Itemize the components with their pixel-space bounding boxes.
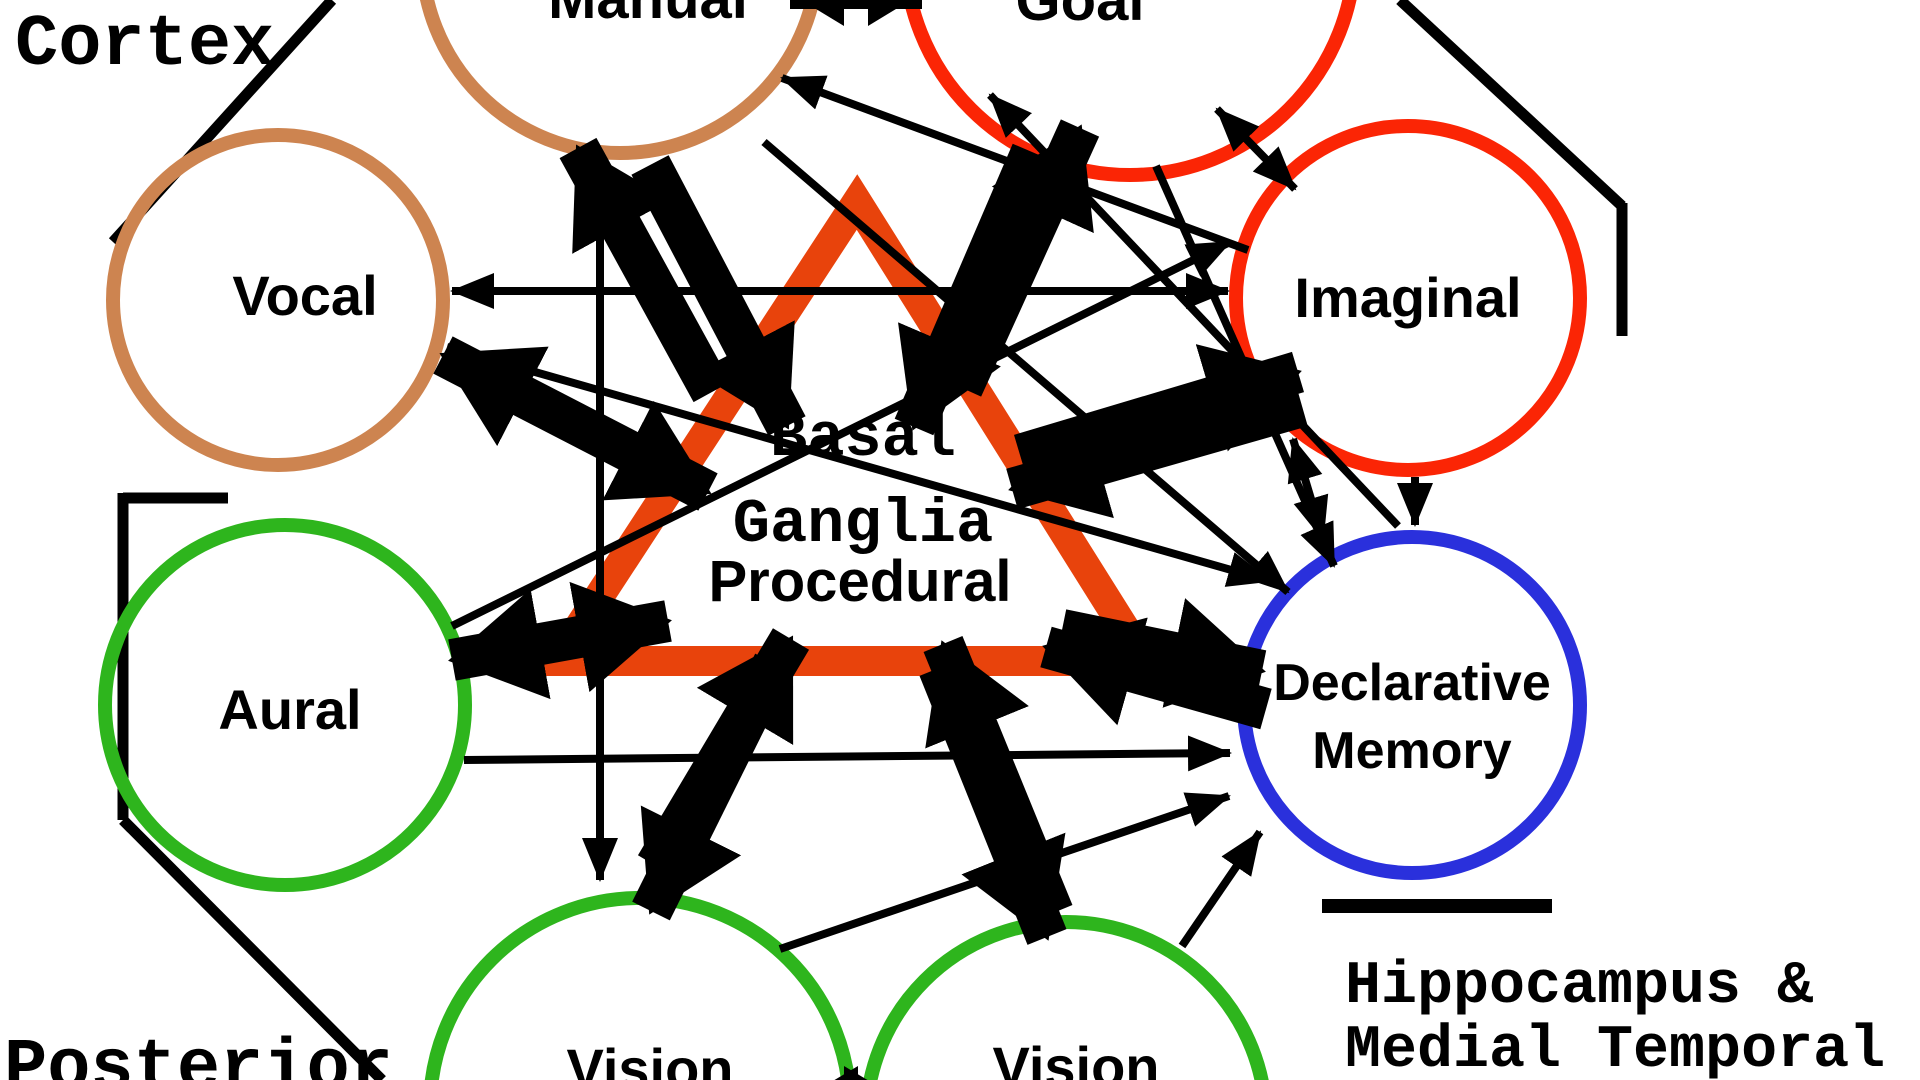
arrow-thick-declarative-to-basal (1040, 617, 1272, 730)
declarative-label-line2: Memory (1312, 722, 1511, 780)
basal-ganglia-label-line2: Ganglia (733, 489, 993, 560)
vision-what-circle (863, 915, 1269, 1080)
arrow-thin-aural-to-imaginal (450, 238, 1232, 630)
goal-label: Goal (1016, 0, 1145, 33)
aural-label: Aural (218, 678, 361, 741)
thick-arrows (433, 0, 1308, 1080)
arrow-thick-aural-basal (448, 581, 672, 700)
cortex-region-label: Cortex (15, 4, 274, 86)
arrow-thin-aural-to-declarative (463, 735, 1232, 772)
arrow-thick-basal-to-manual (559, 137, 731, 403)
vision-where-label-line1: Vision (566, 1037, 733, 1080)
imaginal-label: Imaginal (1294, 266, 1521, 329)
arrow-thin-manual-to-declarative (761, 138, 1291, 596)
vision-what-label-line1: Vision (992, 1035, 1159, 1080)
declarative-label-line1: Declarative (1273, 654, 1551, 712)
aural-circle (98, 518, 472, 892)
goal-circle (903, 0, 1357, 182)
basal-ganglia-label-line1: Basal (770, 403, 956, 474)
arrow-thin-imaginal-declarative (1287, 437, 1329, 541)
arrow-thick-goal-to-basal (894, 143, 1052, 436)
posterior-border-diagonal (119, 816, 386, 1080)
cortex-border-right-diagonal (1396, 0, 1626, 211)
imaginal-circle (1229, 119, 1587, 477)
manual-label: Manual (548, 0, 748, 31)
hippocampus-label-line2: Medial Temporal (1345, 1017, 1885, 1080)
arrow-thick-basal-to-vision-where (632, 653, 793, 921)
arrow-thin-vision-what-to-declarative (1178, 829, 1264, 949)
basal-ganglia-label-line3: Procedural (709, 549, 1012, 614)
hippocampus-label-line1: Hippocampus & (1345, 953, 1813, 1021)
posterior-region-label: Posterior (4, 1028, 393, 1080)
arrow-thick-imaginal-to-basal (1006, 385, 1308, 519)
arrow-thick-basal-to-vision-what (919, 660, 1067, 945)
vocal-label: Vocal (232, 264, 377, 327)
arrow-thin-goal-imaginal (1214, 106, 1298, 192)
labels: Cortex Posterior Manual Goal Vocal Imagi… (4, 0, 1885, 1080)
arrow-thick-manual-to-basal (631, 155, 806, 436)
vocal-circle (106, 128, 450, 472)
arrow-thick-vocal-basal (433, 336, 718, 511)
